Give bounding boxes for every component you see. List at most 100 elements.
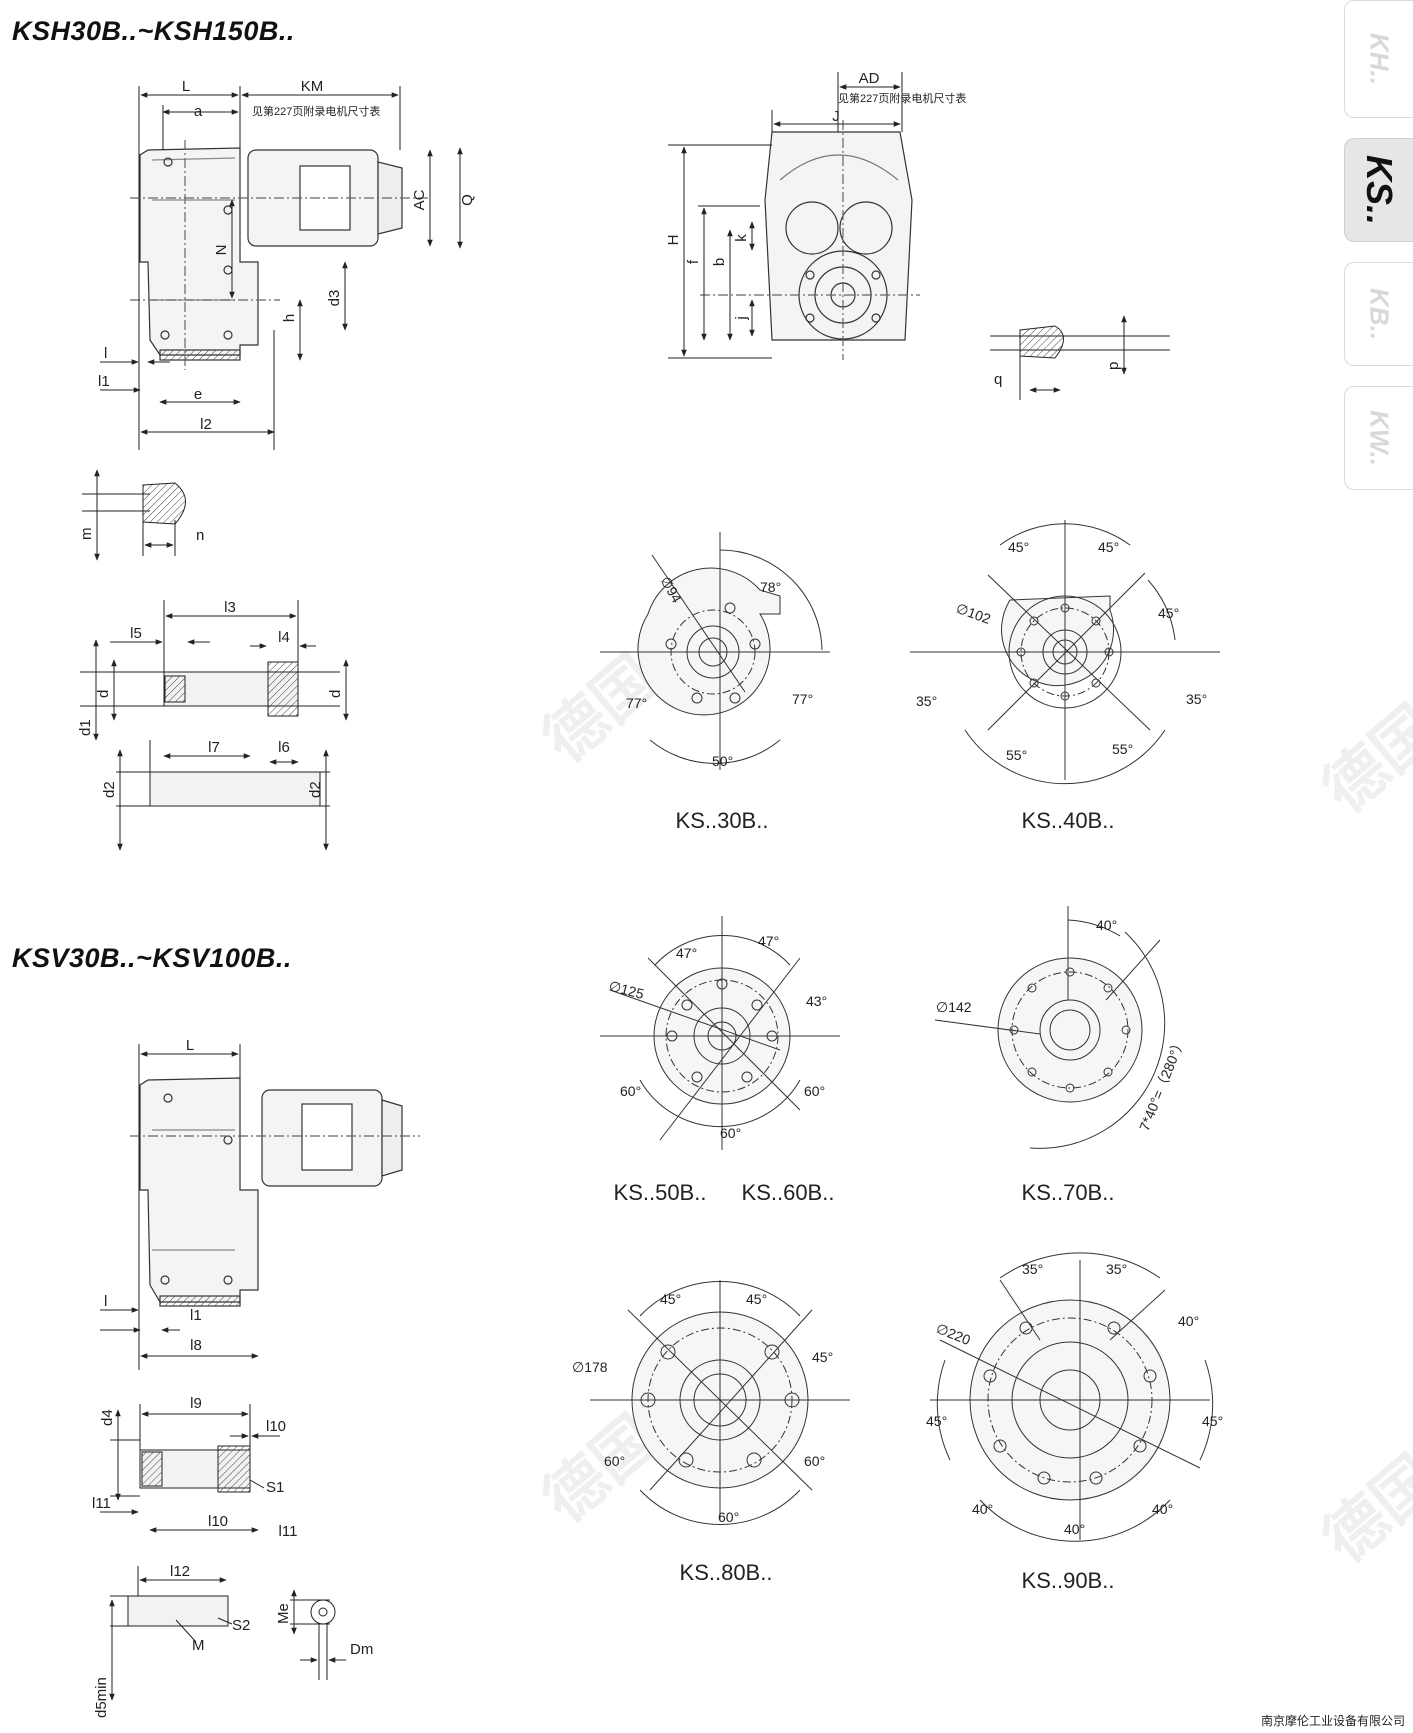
ks80-angle: 60° [604, 1453, 625, 1469]
flange-ks40 [910, 520, 1220, 785]
label-b: b [711, 258, 728, 266]
footer-company: 南京摩伦工业设备有限公司 [1260, 1714, 1405, 1728]
ks30-angle: 77° [626, 695, 647, 711]
label-l12: l12 [170, 1563, 190, 1580]
ks50-angle: 43° [806, 993, 827, 1009]
label-Q: Q [459, 194, 476, 206]
tab-kw[interactable]: KW.. [1344, 386, 1413, 490]
label-l: l [104, 1293, 107, 1310]
ksh-side-view [130, 140, 430, 370]
label-l8: l8 [190, 1337, 202, 1354]
label-l10: l10 [208, 1513, 228, 1530]
label-l1: l1 [98, 373, 110, 390]
ks70-angle: 40° [1096, 917, 1117, 933]
label-d4: d4 [99, 1409, 116, 1426]
ks30-angle: 50° [712, 753, 733, 769]
label-d2: d2 [307, 781, 324, 798]
label-S1: S1 [266, 1479, 284, 1496]
ks90-angle: 45° [1202, 1413, 1223, 1429]
ks90-diameter: ∅220 [934, 1320, 973, 1348]
ksv-side-labels: L l l1 l8 [104, 1037, 202, 1354]
label-L: L [182, 78, 190, 95]
ks40-angle: 45° [1098, 539, 1119, 555]
label-l9: l9 [190, 1395, 202, 1412]
tab-ks[interactable]: KS.. [1344, 138, 1413, 242]
ksh-side-labels: L KM a 见第227页附录电机尺寸表 AC Q N d3 h l l1 e … [98, 78, 476, 433]
label-l5: l5 [130, 625, 142, 642]
label-d5min: d5min [93, 1677, 110, 1718]
ks30-angle: 78° [760, 579, 781, 595]
label-J: J [832, 108, 840, 125]
key-detail-qp [990, 315, 1170, 400]
ks50-caption: KS..50B.. [614, 1180, 707, 1205]
motor-note: 见第227页附录电机尺寸表 [838, 91, 966, 105]
ks80-caption: KS..80B.. [680, 1560, 773, 1585]
flange-ks30-labels: ∅94 78° 77° 77° 50° KS..30B.. [626, 574, 813, 834]
flange-ks80-labels: 45° 45° 45° ∅178 60° 60° 60° KS..80B.. [572, 1291, 833, 1585]
ks90-angle: 40° [1064, 1521, 1085, 1537]
flange-ks70 [934, 906, 1166, 1149]
ks30-caption: KS..30B.. [676, 808, 769, 833]
shrink-disc-labels: d4 l9 l10 S1 l11 l10 l11 l12 S2 M d5min … [92, 1395, 373, 1718]
label-n: n [196, 527, 204, 544]
ks50-angle: 60° [620, 1083, 641, 1099]
ks90-angle: 45° [926, 1413, 947, 1429]
hollow-shaft-labels: l3 l5 l4 d d d1 l7 l6 d2 d2 [77, 599, 344, 798]
label-l6: l6 [278, 739, 290, 756]
label-N: N [213, 245, 230, 256]
tab-kb[interactable]: KB.. [1344, 262, 1413, 366]
label-d1: d1 [77, 719, 94, 736]
flange-ks90-labels: 35° 35° 40° ∅220 45° 45° 40° 40° 40° KS.… [926, 1261, 1223, 1593]
ks90-angle: 35° [1022, 1261, 1043, 1277]
label-e: e [194, 386, 202, 403]
key-detail-mn [82, 469, 186, 561]
title-ksh: KSH30B..~KSH150B.. [12, 16, 295, 46]
tab-kh[interactable]: KH.. [1344, 0, 1413, 118]
ks90-angle: 40° [1152, 1501, 1173, 1517]
ks60-caption: KS..60B.. [742, 1180, 835, 1205]
ksh-front-labels: AD J 见第227页附录电机尺寸表 H f b k j [665, 70, 966, 321]
label-KM: KM [301, 78, 324, 95]
ks90-angle: 40° [1178, 1313, 1199, 1329]
label-m: m [78, 528, 95, 541]
ks90-caption: KS..90B.. [1022, 1568, 1115, 1593]
ksh-front-view [700, 120, 920, 360]
label-j: j [733, 316, 750, 320]
hollow-shaft-detail [80, 600, 349, 851]
ks80-diameter: ∅178 [572, 1359, 608, 1375]
title-ksv: KSV30B..~KSV100B.. [12, 943, 292, 973]
label-a: a [194, 103, 203, 120]
ks80-angle: 60° [804, 1453, 825, 1469]
ks50-angle: 47° [758, 933, 779, 949]
label-l4: l4 [278, 629, 290, 646]
label-d3: d3 [326, 290, 343, 307]
ks40-caption: KS..40B.. [1022, 808, 1115, 833]
flange-ks50 [600, 916, 840, 1150]
ks40-angle: 55° [1006, 747, 1027, 763]
ks40-angle: 45° [1008, 539, 1029, 555]
label-M: M [192, 1637, 205, 1654]
label-l3: l3 [224, 599, 236, 616]
ks50-diameter: ∅125 [607, 977, 646, 1002]
ks40-diameter: ∅102 [954, 600, 993, 627]
flange-ks30 [600, 532, 830, 770]
flange-ks80 [590, 1280, 850, 1525]
ksh-side-dimensions [100, 86, 463, 450]
ks30-angle: 77° [792, 691, 813, 707]
label-q: q [994, 371, 1002, 388]
ks40-angle: 55° [1112, 741, 1133, 757]
ks50-angle: 60° [804, 1083, 825, 1099]
label-l: l [104, 345, 107, 362]
label-l10: l10 [266, 1418, 286, 1435]
ksv-side-dimensions [100, 1044, 259, 1370]
ks40-angle: 35° [1186, 691, 1207, 707]
label-S2: S2 [232, 1617, 250, 1634]
ks50-angle: 47° [676, 945, 697, 961]
label-d: d [95, 690, 112, 698]
ks50-angle: 60° [720, 1125, 741, 1141]
label-f: f [685, 259, 702, 264]
label-Me: Me [275, 1603, 292, 1624]
flange-ks90 [930, 1252, 1214, 1542]
label-k: k [733, 234, 750, 242]
label-l7: l7 [208, 739, 220, 756]
